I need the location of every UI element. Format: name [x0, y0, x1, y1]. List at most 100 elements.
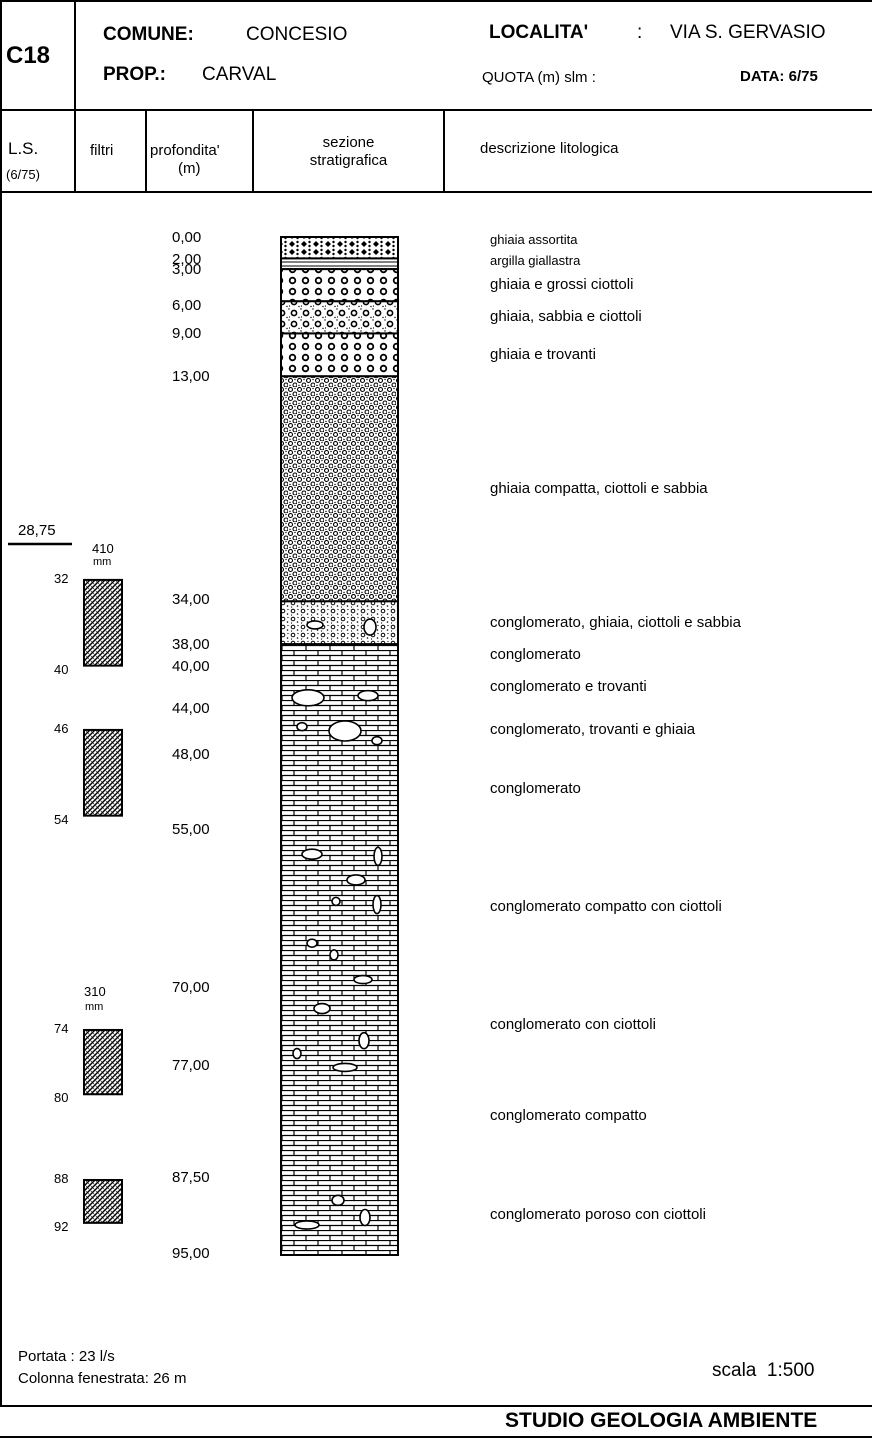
boulder-clast: [332, 1062, 358, 1073]
boulder-clast: [292, 1047, 302, 1060]
static-level-value: 28,75: [18, 522, 56, 539]
boulder-clast: [363, 618, 377, 636]
layer-gravel-assorted: [280, 236, 399, 260]
filter-depth-label: 40: [54, 661, 69, 677]
scale: scala 1:500: [712, 1360, 815, 1381]
filter-screen: [83, 578, 123, 667]
boulder-clast: [291, 688, 325, 707]
boulder-clast: [331, 896, 341, 907]
col-filtri: filtri: [90, 142, 114, 159]
layer-conglomerate: [280, 643, 399, 1256]
depth-label: 9,00: [172, 325, 202, 343]
boulder-clast: [294, 1220, 320, 1230]
comune-label: COMUNE:: [103, 24, 194, 45]
lithology-description: conglomerato poroso con ciottoli: [490, 1205, 706, 1223]
layer-gravel-sand-boulders: [280, 600, 399, 646]
boulder-clast: [359, 1208, 371, 1227]
filter-diameter-2-unit: mm: [85, 1001, 104, 1013]
lithology-description: argilla giallastra: [490, 253, 581, 269]
lithology-description: ghiaia assortita: [490, 232, 578, 247]
col-sezione: sezione: [322, 134, 375, 151]
lithology-description: conglomerato con ciottoli: [490, 1015, 656, 1033]
filter-depth-label: 92: [54, 1218, 69, 1234]
lithology-description: conglomerato compatto con ciottoli: [490, 897, 722, 915]
layer-gravel-pebbles: [280, 268, 399, 303]
depth-label: 38,00: [172, 636, 210, 654]
depth-label: 13,00: [172, 368, 210, 386]
boulder-clast: [313, 1002, 331, 1015]
layer-clay: [280, 257, 399, 271]
layer-compact-gravel: [280, 375, 399, 603]
localita-separator: :: [637, 22, 643, 43]
depth-label: 0,00: [172, 229, 202, 246]
localita-value: VIA S. GERVASIO: [670, 22, 826, 43]
filter-depth-label: 74: [54, 1020, 69, 1036]
filter-screens: [83, 578, 123, 1224]
studio-name: STUDIO GEOLOGIA AMBIENTE: [505, 1409, 818, 1432]
boulder-clast: [329, 949, 339, 961]
col-profondita-unit: (m): [178, 160, 201, 177]
filter-depth-label: 54: [54, 811, 69, 827]
filter-screen: [83, 728, 123, 817]
filter-depth-label: 80: [54, 1090, 69, 1106]
lithology-description: conglomerato, ghiaia, ciottoli e sabbia: [490, 613, 741, 631]
portata: Portata : 23 l/s: [18, 1348, 115, 1365]
depth-label: 77,00: [172, 1057, 210, 1075]
layer-gravel-pebbles: [280, 332, 399, 378]
boulder-clast: [372, 894, 382, 915]
comune-value: CONCESIO: [246, 24, 348, 45]
depth-label: 44,00: [172, 700, 210, 718]
lithology-description: conglomerato: [490, 779, 581, 797]
lithology-description: conglomerato e trovanti: [490, 678, 647, 696]
depth-label: 87,50: [172, 1168, 210, 1186]
lithology-description: ghiaia, sabbia e ciottoli: [490, 308, 642, 326]
quota-label: QUOTA (m) slm :: [482, 69, 596, 86]
boulder-clast: [358, 1031, 370, 1050]
colonna-fenestrata: Colonna fenestrata: 26 m: [18, 1370, 187, 1387]
boulder-clast: [328, 720, 362, 742]
depth-label: 70,00: [172, 979, 210, 997]
depth-label: 40,00: [172, 657, 210, 675]
boulder-clast: [357, 689, 379, 702]
well-code: C18: [6, 42, 51, 69]
col-descrizione: descrizione litologica: [480, 140, 619, 157]
lithology-description: conglomerato: [490, 645, 581, 663]
filter-depth-label: 46: [54, 720, 69, 736]
depth-label: 34,00: [172, 591, 210, 609]
boulder-clast: [373, 846, 383, 867]
filter-screen: [83, 1178, 123, 1224]
boulder-clast: [346, 874, 366, 886]
boulder-clast: [353, 974, 373, 985]
filter-depth-label: 32: [54, 570, 69, 586]
boulder-inclusions: [291, 618, 383, 1230]
prop-label: PROP.:: [103, 64, 167, 85]
boulder-clast: [306, 938, 318, 948]
lithology-description: ghiaia e trovanti: [490, 345, 596, 363]
data-label: DATA: 6/75: [740, 68, 818, 85]
filter-diameter-1: 410: [92, 541, 114, 556]
layer-gravel-sand: [280, 300, 399, 335]
depth-label: 55,00: [172, 821, 210, 839]
lithology-description: ghiaia e grossi ciottoli: [490, 276, 634, 294]
col-sezione-2: stratigrafica: [309, 152, 388, 169]
lithology-description: ghiaia compatta, ciottoli e sabbia: [490, 479, 708, 497]
depth-label: 3,00: [172, 261, 202, 279]
filter-diameter-2: 310: [84, 984, 106, 999]
depth-label: 48,00: [172, 746, 210, 764]
col-ls-date: (6/75): [6, 167, 40, 182]
boulder-clast: [306, 620, 324, 630]
boulder-clast: [296, 721, 308, 732]
lithology-description: conglomerato compatto: [490, 1106, 647, 1124]
depth-label: 95,00: [172, 1245, 210, 1262]
boulder-clast: [371, 735, 383, 746]
lithology-description: conglomerato, trovanti e ghiaia: [490, 720, 696, 738]
depth-label: 6,00: [172, 297, 202, 315]
col-ls: L.S.: [8, 139, 39, 158]
col-profondita: profondita': [150, 142, 220, 159]
boulder-clast: [301, 848, 323, 861]
localita-label: LOCALITA': [489, 22, 589, 43]
stratigraphic-column: [280, 236, 399, 1256]
boulder-clast: [331, 1194, 345, 1207]
